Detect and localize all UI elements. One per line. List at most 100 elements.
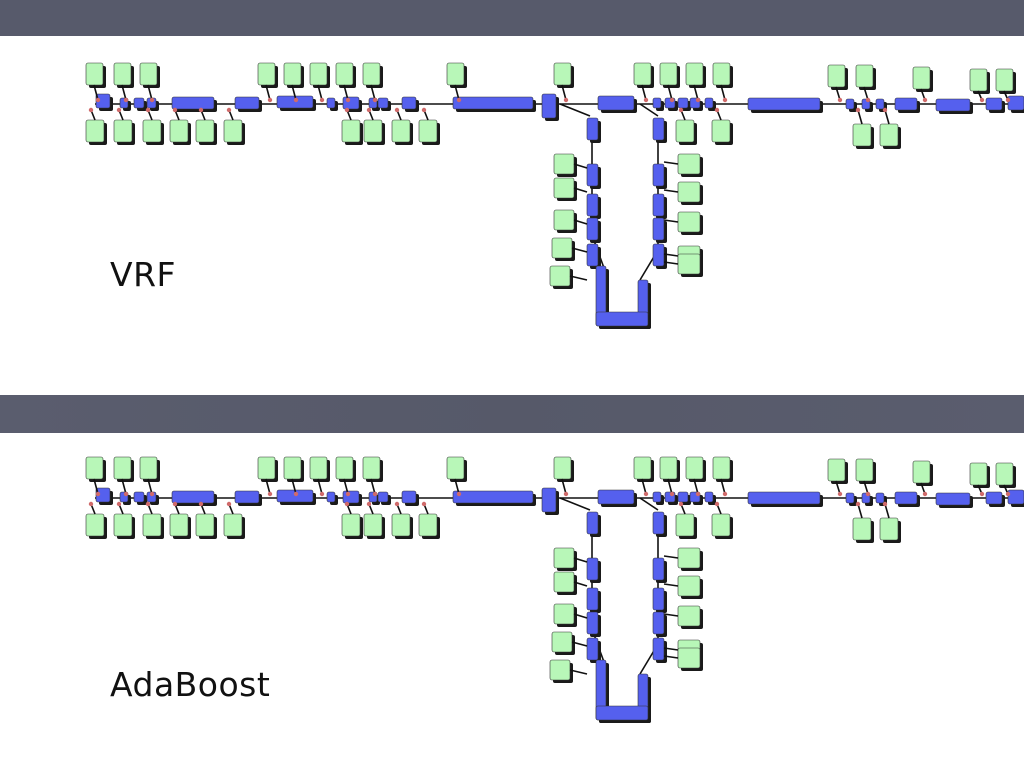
graph-edge <box>663 647 679 651</box>
room-node <box>309 62 328 86</box>
junction-marker <box>172 107 178 113</box>
junction-marker <box>149 491 155 497</box>
room-node <box>335 456 354 480</box>
corridor-node <box>234 96 260 110</box>
graph-edge <box>265 478 271 495</box>
graph-edge <box>663 161 679 165</box>
corridor-node <box>845 98 855 110</box>
room-node <box>363 513 383 537</box>
junction-marker <box>172 501 178 507</box>
corridor-node <box>326 97 336 109</box>
room-node <box>659 456 678 480</box>
corridor-node <box>586 587 599 611</box>
corridor-node <box>133 491 145 503</box>
corridor-node <box>985 491 1003 505</box>
room-node <box>85 513 105 537</box>
graph-edge <box>663 613 679 617</box>
graph-edge <box>573 187 588 193</box>
corridor-node <box>586 117 599 141</box>
room-node <box>827 64 846 88</box>
adaboost-label: AdaBoost <box>110 665 271 704</box>
junction-marker <box>344 501 350 507</box>
room-node <box>391 513 411 537</box>
junction-marker <box>695 491 701 497</box>
corridor-node <box>586 193 599 217</box>
room-node <box>195 513 215 537</box>
corridor-node <box>171 490 215 504</box>
room-node <box>363 119 383 143</box>
graph-edge <box>571 641 588 647</box>
junction-marker <box>643 491 649 497</box>
room-node <box>677 647 701 669</box>
room-node <box>257 62 276 86</box>
graph-edge <box>835 86 841 101</box>
corridor-node <box>377 491 389 503</box>
room-node <box>659 62 678 86</box>
junction-marker <box>722 97 728 103</box>
junction-marker <box>1005 97 1011 103</box>
junction-marker <box>95 97 101 103</box>
corridor-node <box>652 217 665 241</box>
junction-marker <box>865 491 871 497</box>
graph-edge <box>573 163 588 169</box>
corridor-node <box>95 487 111 503</box>
corridor-node <box>597 489 635 505</box>
junction-marker <box>714 107 720 113</box>
corridor-node <box>985 97 1003 111</box>
corridor-node <box>747 491 821 505</box>
corridor-node <box>652 491 662 503</box>
room-node <box>677 253 701 275</box>
room-node <box>685 62 704 86</box>
room-node <box>446 456 465 480</box>
corridor-node <box>652 193 665 217</box>
junction-marker <box>366 501 372 507</box>
corridor-node <box>845 492 855 504</box>
room-node <box>553 603 575 625</box>
room-node <box>113 62 132 86</box>
junction-marker <box>722 491 728 497</box>
graph-edge <box>93 478 99 495</box>
room-node <box>362 456 381 480</box>
room-node <box>827 458 846 482</box>
room-node <box>677 605 701 627</box>
room-node <box>85 62 104 86</box>
room-node <box>677 181 701 203</box>
junction-marker <box>643 97 649 103</box>
graph-edge <box>93 84 99 101</box>
corridor-node <box>652 637 665 661</box>
corridor-node <box>935 98 971 112</box>
graph-edge <box>667 478 673 495</box>
room-node <box>912 460 931 484</box>
junction-marker <box>366 107 372 113</box>
graph-edge <box>863 86 869 101</box>
adaboost-diagram <box>0 447 1024 777</box>
corridor-node <box>401 96 417 110</box>
room-node <box>852 123 872 147</box>
corridor-node <box>541 487 557 513</box>
room-node <box>677 575 701 597</box>
graph-edge <box>370 84 376 101</box>
junction-marker <box>123 97 129 103</box>
graph-edge <box>641 84 647 101</box>
junction-marker <box>88 107 94 113</box>
graph-edge <box>663 655 679 659</box>
corridor-node <box>326 491 336 503</box>
graph-edge <box>641 478 647 495</box>
room-node <box>711 513 731 537</box>
graph-edge <box>667 84 673 101</box>
junction-marker <box>837 491 843 497</box>
room-node <box>113 513 133 537</box>
corridor-node <box>704 97 714 109</box>
junction-marker <box>922 97 928 103</box>
room-node <box>85 456 104 480</box>
graph-edge <box>663 261 679 265</box>
corridor-node <box>595 705 649 721</box>
junction-marker <box>293 97 299 103</box>
room-node <box>195 119 215 143</box>
corridor-node <box>652 163 665 187</box>
graph-edge <box>454 478 460 495</box>
graph-edge <box>121 84 127 101</box>
room-node <box>223 119 243 143</box>
junction-marker <box>345 97 351 103</box>
junction-marker <box>394 107 400 113</box>
